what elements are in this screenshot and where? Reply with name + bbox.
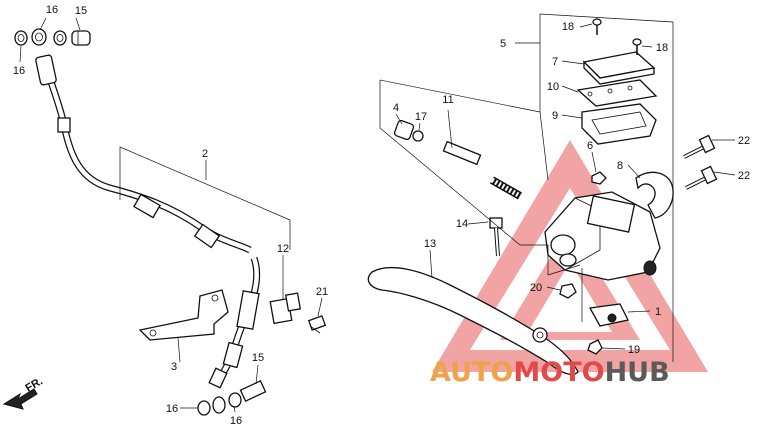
brake-hose-lower <box>208 256 261 389</box>
master-cylinder <box>544 191 661 281</box>
label-16-bottom-left: 16 <box>166 403 178 415</box>
label-5: 5 <box>500 38 506 50</box>
label-16-top: 16 <box>46 4 58 16</box>
label-21: 21 <box>316 286 328 298</box>
label-16-left: 16 <box>13 65 25 77</box>
label-2: 2 <box>202 148 208 160</box>
label-18-right: 18 <box>656 42 668 54</box>
part-labels: 16 15 16 2 3 12 21 15 16 16 13 14 4 17 1… <box>13 4 750 427</box>
brake-hose-upper <box>35 54 252 254</box>
fr-label: FR. <box>24 375 45 394</box>
label-14: 14 <box>456 218 468 230</box>
bolt-22b <box>685 165 718 190</box>
screw-19 <box>587 339 603 355</box>
clamp-bolt <box>307 315 327 334</box>
bolt-22a <box>683 134 716 159</box>
screw-18b <box>632 38 642 55</box>
label-3: 3 <box>171 361 177 373</box>
label-4: 4 <box>393 102 399 114</box>
holder-clamp <box>635 171 674 219</box>
label-18-top: 18 <box>562 21 574 33</box>
label-15-bottom: 15 <box>252 352 264 364</box>
svg-text:AUTOMOTOHUB: AUTOMOTOHUB <box>430 357 670 388</box>
label-1: 1 <box>655 306 661 318</box>
brake-lever <box>367 266 579 376</box>
label-8: 8 <box>617 160 623 172</box>
hose-bracket <box>138 289 229 341</box>
label-10: 10 <box>547 81 559 93</box>
piston-set <box>442 140 522 200</box>
brake-switch <box>588 303 629 327</box>
label-22-top: 22 <box>738 135 750 147</box>
label-12: 12 <box>277 243 289 255</box>
screw-18a <box>592 18 602 35</box>
leader-lines <box>19 17 736 413</box>
label-17: 17 <box>415 111 427 123</box>
label-13: 13 <box>424 238 436 250</box>
diaphragm <box>581 103 657 145</box>
watermark-auto: AUTO <box>430 357 513 388</box>
label-11: 11 <box>442 94 453 106</box>
label-7: 7 <box>552 56 558 68</box>
piston-boot <box>393 119 415 141</box>
label-16-bottom-right: 16 <box>230 415 242 427</box>
label-20: 20 <box>530 282 542 294</box>
cap-plate <box>576 79 658 107</box>
nut-20 <box>559 283 577 299</box>
reservoir-cap <box>582 51 656 85</box>
nut-6 <box>591 171 607 185</box>
label-6: 6 <box>587 140 593 152</box>
label-22-bottom: 22 <box>738 170 750 182</box>
front-direction-arrow: FR. <box>2 375 45 410</box>
watermark-moto: MOTO <box>513 357 604 388</box>
label-9: 9 <box>552 110 558 122</box>
pivot-bolt <box>489 217 503 257</box>
label-19: 19 <box>628 344 640 356</box>
watermark-hub: HUB <box>605 357 670 388</box>
bracket-lines <box>119 13 674 362</box>
hose-clamp <box>269 292 302 325</box>
circlip <box>412 130 424 142</box>
bottom-washers <box>197 380 267 416</box>
watermark-logo: AUTOMOTOHUB <box>430 357 670 388</box>
top-washers <box>14 28 91 46</box>
label-15-top: 15 <box>75 5 87 17</box>
